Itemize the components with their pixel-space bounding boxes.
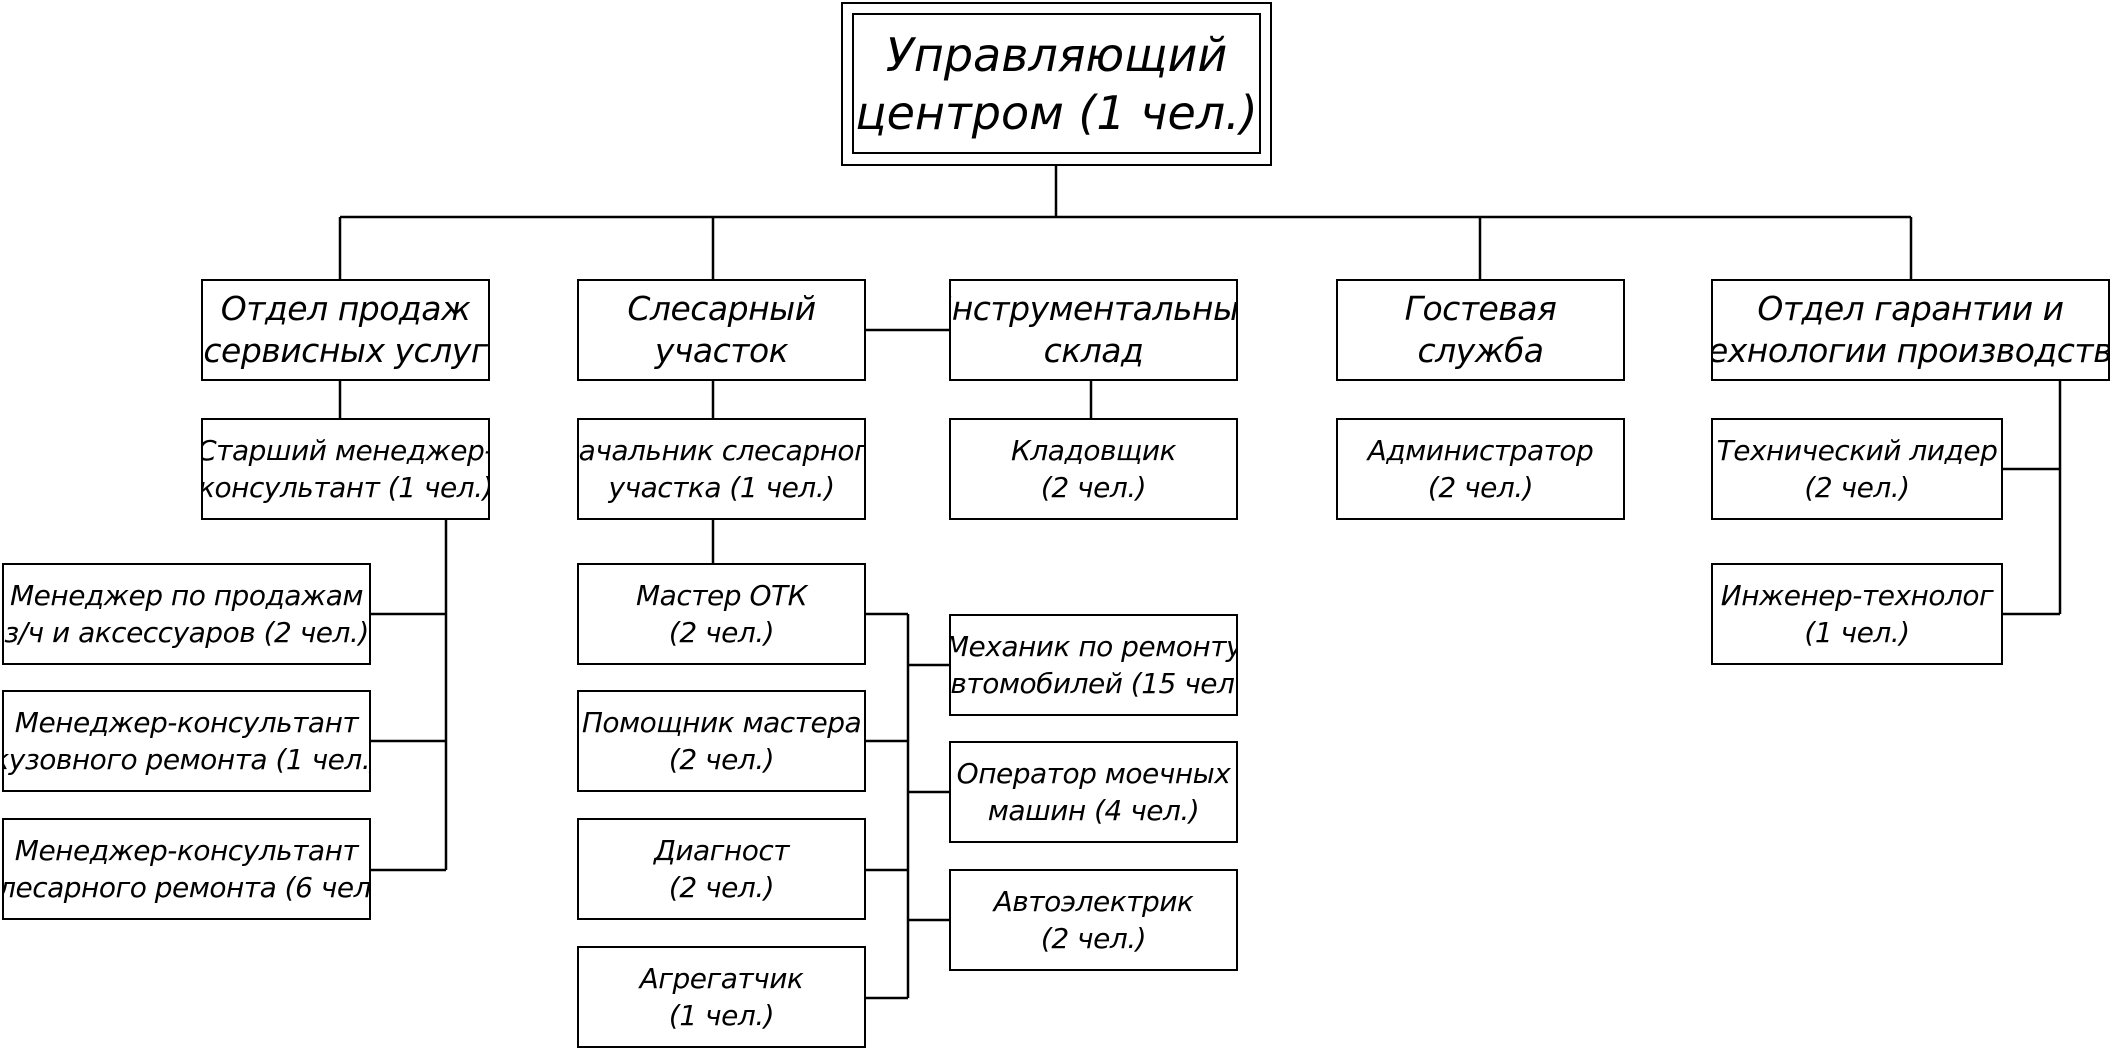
node-text-line: (2 чел.) — [668, 743, 775, 776]
node-text-line: Мастер ОТК — [636, 579, 807, 612]
node-text-line: Администратор — [1367, 434, 1594, 467]
node-sales-department: Отдел продаж сервисных услуг — [201, 279, 490, 381]
node-text-line: консультант (1 чел.) — [201, 471, 490, 504]
node-center-manager: Управляющий центром (1 чел.) — [852, 13, 1261, 154]
node-text-line: слесарного ремонта (6 чел.) — [2, 871, 371, 904]
node-text-line: Кладовщик — [1011, 434, 1176, 467]
node-text-line: Инженер-технолог — [1720, 579, 1994, 612]
node-text-line: Слесарный — [627, 289, 816, 328]
node-text-line: машин (4 чел.) — [987, 794, 1200, 827]
node-text-line: Менеджер по продажам — [10, 579, 363, 612]
node-text-line: центром (1 чел.) — [855, 85, 1258, 140]
node-text-line: автомобилей (15 чел.) — [949, 667, 1238, 700]
node-text-line: з/ч и аксессуаров (2 чел.) — [4, 616, 369, 649]
node-text-line: Менеджер-консультант — [14, 834, 359, 867]
node-locksmith-section: Слесарный участок — [577, 279, 866, 381]
node-text-line: (1 чел.) — [668, 999, 775, 1032]
node-text-line: склад — [1043, 331, 1144, 370]
node-text-line: участка (1 чел.) — [608, 471, 835, 504]
node-unit-repairer: Агрегатчик (1 чел.) — [577, 946, 866, 1048]
node-body-repair-manager: Менеджер-консультант кузовного ремонта (… — [2, 690, 371, 792]
node-text-line: Отдел гарантии и — [1757, 289, 2064, 328]
node-administrator: Администратор (2 чел.) — [1336, 418, 1625, 520]
node-text-line: Агрегатчик — [639, 962, 804, 995]
node-qc-master: Мастер ОТК (2 чел.) — [577, 563, 866, 665]
node-warranty-department: Отдел гарантии и технологии производства — [1711, 279, 2110, 381]
node-text-line: Технический лидер — [1716, 434, 1998, 467]
node-text-line: (2 чел.) — [1804, 471, 1910, 504]
node-text-line: Гостевая — [1404, 289, 1557, 328]
node-text-line: кузовного ремонта (1 чел.) — [2, 743, 371, 776]
node-text-line: Помощник мастера — [581, 706, 862, 739]
node-tech-leader: Технический лидер (2 чел.) — [1711, 418, 2003, 520]
node-text-line: Автоэлектрик — [993, 885, 1194, 918]
node-text-line: сервисных услуг — [203, 331, 488, 370]
node-text-line: Старший менеджер- — [201, 434, 490, 467]
node-master-assistant: Помощник мастера (2 чел.) — [577, 690, 866, 792]
node-text-line: Механик по ремонту — [949, 630, 1238, 663]
node-text-line: Диагност — [653, 834, 790, 867]
node-guest-service: Гостевая служба — [1336, 279, 1625, 381]
node-text-line: служба — [1417, 331, 1544, 370]
node-process-engineer: Инженер-технолог (1 чел.) — [1711, 563, 2003, 665]
node-storekeeper: Кладовщик (2 чел.) — [949, 418, 1238, 520]
node-text-line: Менеджер-консультант — [14, 706, 359, 739]
node-text-line: Инструментальный — [951, 289, 1238, 328]
node-text-line: Отдел продаж — [220, 289, 471, 328]
node-text-line: Оператор моечных — [956, 757, 1231, 790]
node-text-line: Управляющий — [885, 27, 1228, 82]
node-text-line: технологии производства — [1711, 331, 2110, 370]
node-text-line: (2 чел.) — [1040, 922, 1147, 955]
node-locksmith-head: Начальник слесарного участка (1 чел.) — [577, 418, 866, 520]
node-locksmith-repair-manager: Менеджер-консультант слесарного ремонта … — [2, 818, 371, 920]
node-parts-sales-manager: Менеджер по продажам з/ч и аксессуаров (… — [2, 563, 371, 665]
node-tool-warehouse: Инструментальный склад — [949, 279, 1238, 381]
node-senior-manager: Старший менеджер- консультант (1 чел.) — [201, 418, 490, 520]
node-text-line: Начальник слесарного — [578, 434, 864, 467]
node-auto-electrician: Автоэлектрик (2 чел.) — [949, 869, 1238, 971]
node-text-line: (2 чел.) — [668, 616, 775, 649]
node-text-line: (2 чел.) — [1427, 471, 1534, 504]
node-text-line: участок — [654, 331, 789, 370]
node-car-mechanic: Механик по ремонту автомобилей (15 чел.) — [949, 614, 1238, 716]
node-wash-operator: Оператор моечных машин (4 чел.) — [949, 741, 1238, 843]
node-diagnostician: Диагност (2 чел.) — [577, 818, 866, 920]
node-text-line: (1 чел.) — [1804, 616, 1910, 649]
node-text-line: (2 чел.) — [1040, 471, 1147, 504]
node-text-line: (2 чел.) — [668, 871, 775, 904]
